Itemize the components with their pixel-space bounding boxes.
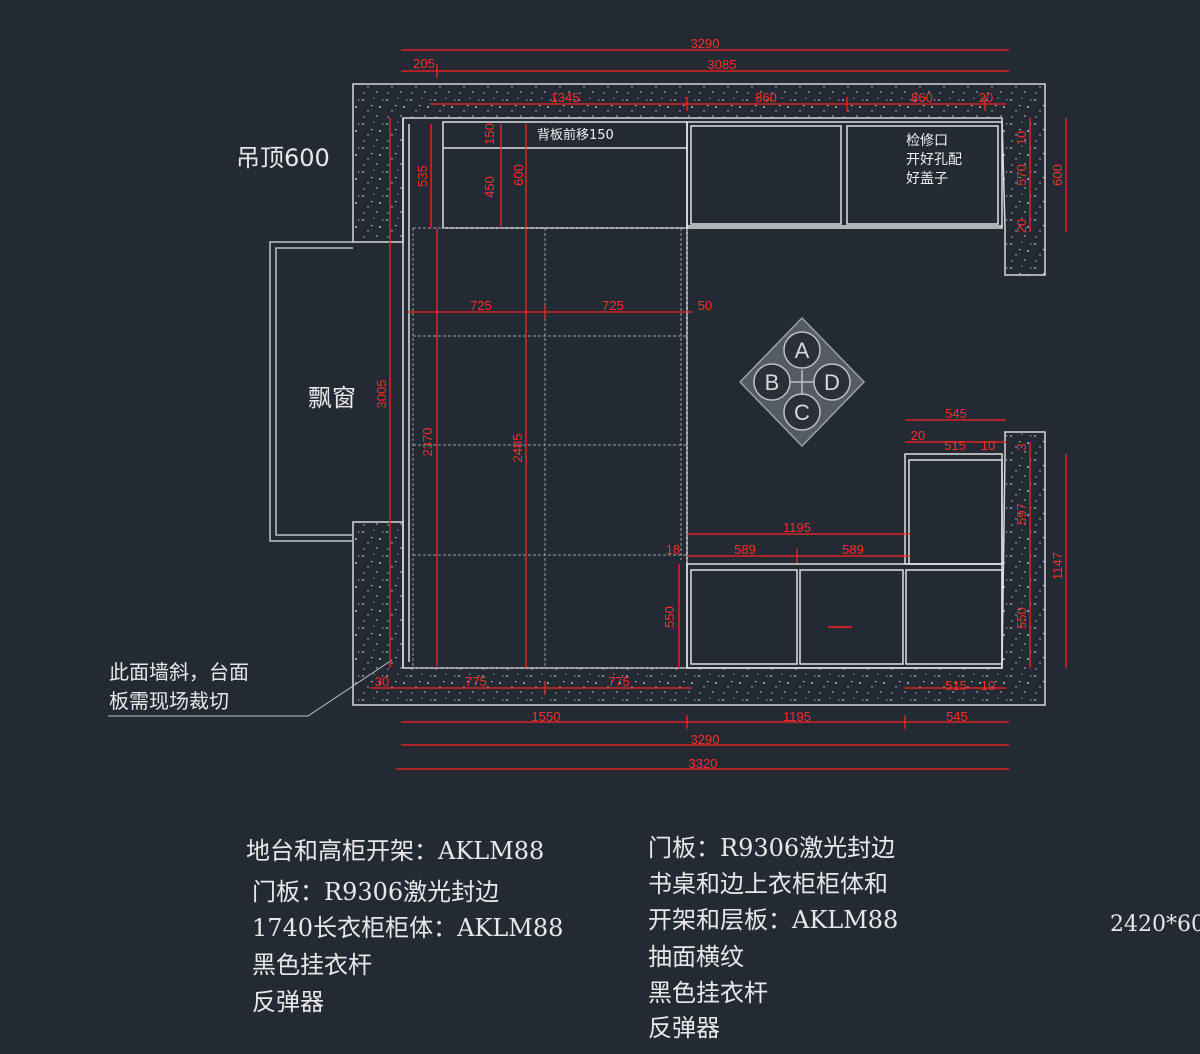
dimension-lines xyxy=(370,49,1067,770)
dim-top-20: 20 xyxy=(979,90,993,105)
note-left-2: 门板：R9306激光封边 xyxy=(252,878,500,906)
compass-label-a: A xyxy=(795,338,810,363)
dim-v-450: 450 xyxy=(482,176,497,198)
drawing-text: 背板前移150 检修口 开好孔配 好盖子 xyxy=(537,127,962,187)
dim-r-20: 20 xyxy=(911,428,925,443)
note-right-3: 开架和层板：AKLM88 xyxy=(648,906,899,934)
wardrobe-left xyxy=(412,121,688,669)
dim-bot-1195: 1195 xyxy=(783,709,811,724)
dim-top-860a: 860 xyxy=(755,90,777,105)
note-right-4: 抽面横纹 xyxy=(648,943,744,971)
access-label-1: 检修口 xyxy=(906,133,948,149)
dim-v-535: 535 xyxy=(415,165,430,187)
dim-b-775a: 775 xyxy=(465,674,487,689)
note-right-6: 反弹器 xyxy=(648,1014,720,1042)
dim-r-597: 597 xyxy=(1014,503,1029,525)
wall-note-line-1: 此面墙斜，台面 xyxy=(109,660,249,684)
dim-r-3: 3 xyxy=(1014,443,1029,450)
dim-left-3005: 3005 xyxy=(374,380,389,409)
dim-v-150: 150 xyxy=(482,123,497,145)
dim-right-600: 600 xyxy=(1050,164,1065,186)
dim-r-550: 550 xyxy=(1014,607,1029,629)
dim-mid-725b: 725 xyxy=(602,298,624,313)
dim-v-600: 600 xyxy=(511,164,526,186)
wall-note-line-2: 板需现场裁切 xyxy=(109,689,229,713)
dim-bot-1550: 1550 xyxy=(532,709,561,724)
side-note: 2420*60 xyxy=(1110,912,1200,937)
note-right-2: 书桌和边上衣柜柜体和 xyxy=(648,870,888,898)
dim-r-545: 545 xyxy=(945,406,967,421)
bay-window-label: 飘窗 xyxy=(308,384,356,412)
note-left-1: 地台和高柜开架：AKLM88 xyxy=(246,837,545,865)
dim-d-589a: 589 xyxy=(734,542,756,557)
dim-top-1345: 1345 xyxy=(551,90,580,105)
dim-v-2485: 2485 xyxy=(510,434,525,463)
dim-b-515: 515 xyxy=(945,678,967,693)
dim-top-total: 3290 xyxy=(691,36,720,51)
dim-bot-545: 545 xyxy=(946,709,968,724)
dim-right-20: 20 xyxy=(1014,219,1029,233)
access-label-2: 开好孔配 xyxy=(906,152,962,168)
note-left-3: 1740长衣柜柜体：AKLM88 xyxy=(252,914,564,942)
note-right-1: 门板：R9306激光封边 xyxy=(648,834,896,862)
back-panel-label: 背板前移150 xyxy=(537,127,614,143)
dim-r-515: 515 xyxy=(944,438,966,453)
compass-symbol: A B D C xyxy=(738,316,866,448)
dim-b-775b: 775 xyxy=(608,674,630,689)
compass-label-b: B xyxy=(765,370,780,395)
ceiling-label: 吊顶600 xyxy=(236,144,330,172)
dim-top-3085: 3085 xyxy=(708,57,737,72)
dim-r-1147: 1147 xyxy=(1050,552,1065,580)
dim-d-589b: 589 xyxy=(842,542,864,557)
dim-top-860b: 860 xyxy=(911,90,933,105)
dim-bot-3290: 3290 xyxy=(691,732,720,747)
desk-cabinets xyxy=(686,563,1003,669)
note-left-5: 反弹器 xyxy=(252,988,324,1016)
dim-mid-725a: 725 xyxy=(470,298,492,313)
dim-r-10: 10 xyxy=(981,438,995,453)
right-cabinet xyxy=(904,453,1003,565)
room-outline xyxy=(402,118,410,668)
dim-top-205: 205 xyxy=(413,56,435,71)
top-cabinets xyxy=(686,121,1003,229)
access-label-3: 好盖子 xyxy=(906,171,948,187)
dim-d-1195: 1195 xyxy=(783,520,811,535)
wall-note-leader xyxy=(108,659,393,717)
dim-right-570: 570 xyxy=(1014,164,1029,186)
dim-mid-50: 50 xyxy=(698,298,712,313)
note-left-4: 黑色挂衣杆 xyxy=(252,951,372,979)
dim-bot-3320: 3320 xyxy=(689,756,718,771)
bay-window xyxy=(269,241,353,542)
dim-b-30: 30 xyxy=(375,674,389,689)
dim-d-550: 550 xyxy=(662,606,677,628)
dimension-labels: 3290 205 3085 1345 860 860 20 725 725 50… xyxy=(374,36,1065,771)
dim-b-10: 10 xyxy=(981,678,995,693)
compass-label-c: C xyxy=(794,400,810,425)
dim-v-2370: 2370 xyxy=(420,428,435,457)
dim-d-18: 18 xyxy=(666,542,680,557)
compass-label-d: D xyxy=(824,370,840,395)
note-right-5: 黑色挂衣杆 xyxy=(648,979,768,1007)
dim-right-10: 10 xyxy=(1014,131,1029,145)
